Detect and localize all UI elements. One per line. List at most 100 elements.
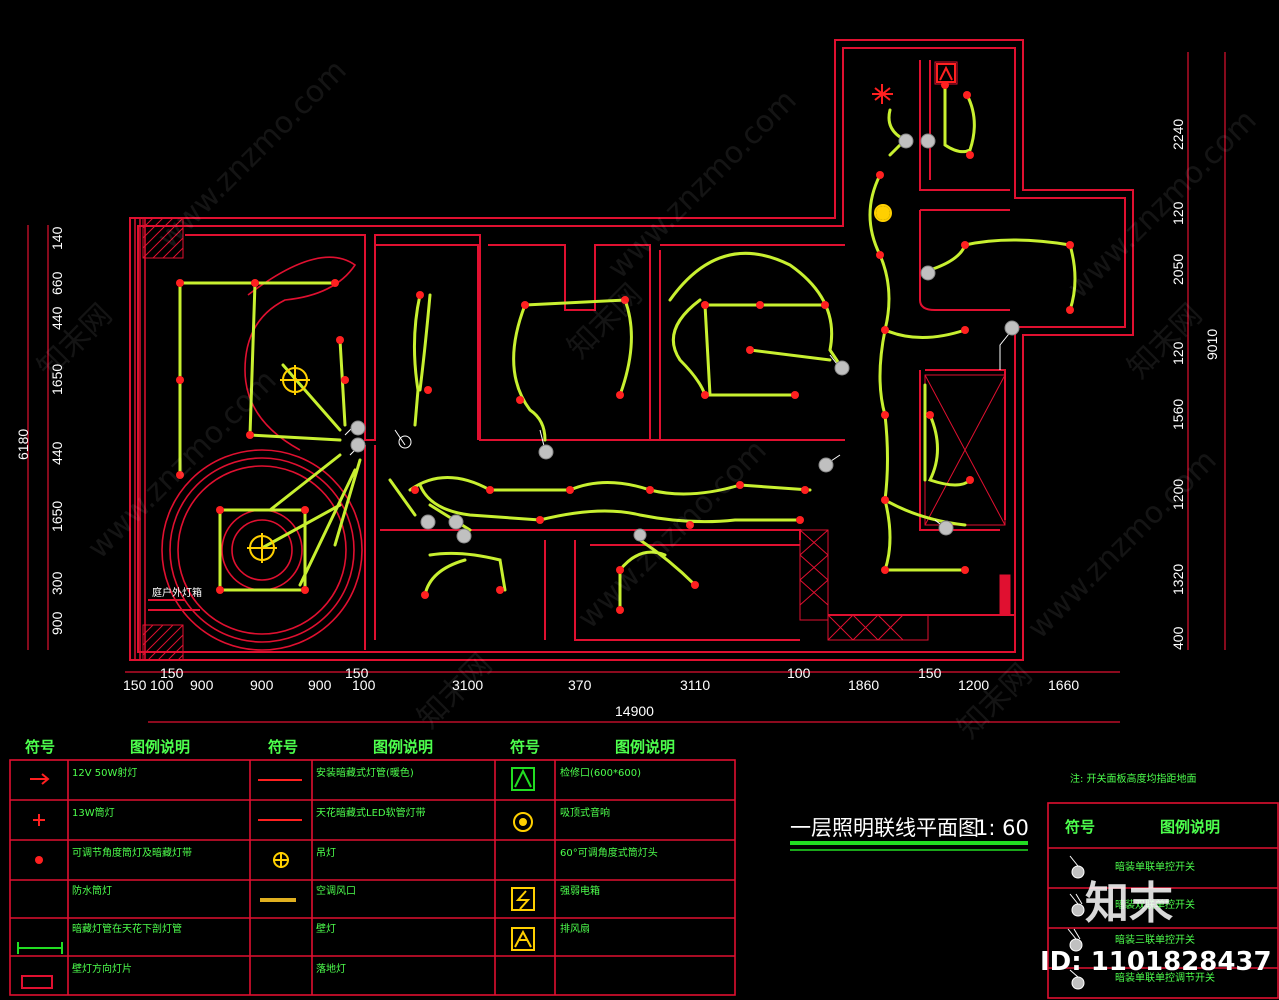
bottom-total-dimension: 14900 — [615, 703, 654, 719]
chandelier-legend-icon — [273, 852, 289, 868]
speaker-legend-icon — [513, 812, 533, 832]
watermark-overlay: www.znzmo.com www.znzmo.com www.znzmo.co… — [31, 53, 1264, 746]
legend-symbols — [17, 767, 535, 989]
exhaust-fan-legend-icon — [511, 927, 535, 951]
spotlight-legend-icon — [30, 773, 50, 785]
switch-legend-item: 暗装单联单控开关 — [1115, 860, 1195, 873]
left-dimension-label: 900 — [49, 611, 65, 635]
right-dimension-label: 1200 — [1170, 479, 1186, 510]
drawing-title: 一层照明联线平面图 — [790, 816, 979, 840]
watermark-logo-text: 知末网 — [1121, 297, 1209, 385]
left-dimension-lines — [27, 225, 49, 650]
legend-table — [9, 759, 736, 996]
fixture-dots — [176, 81, 1074, 614]
bottom-dimension-label: 1200 — [958, 677, 989, 693]
switch-legend-header-desc: 图例说明 — [1160, 818, 1220, 836]
watermark-site-text: www.znzmo.com — [1021, 443, 1224, 646]
legend-header: 图例说明 — [373, 738, 433, 756]
bottom-dimension-label: 100 — [787, 665, 811, 681]
legend-item-label: 检修口(600*600) — [560, 766, 641, 779]
switch-note: 注: 开关面板高度均指距地面 — [1070, 772, 1197, 785]
legend-header: 符号 — [25, 738, 55, 756]
ceiling-marks — [872, 63, 956, 104]
bottom-dimension-label: 150 — [345, 665, 369, 681]
resource-id: ID: 1101828437 — [1040, 947, 1272, 977]
watermark-site-text: www.znzmo.com — [1061, 103, 1264, 306]
right-dimension-label: 120 — [1170, 341, 1186, 365]
bottom-dimension-label: 900 — [308, 677, 332, 693]
watermark-site-text: www.znzmo.com — [601, 83, 804, 286]
legend-item-label: 吸顶式音响 — [560, 806, 610, 819]
right-dimension-label: 1560 — [1170, 399, 1186, 430]
right-dimension-label: 1320 — [1170, 564, 1186, 595]
left-total-dimension: 6180 — [15, 429, 31, 460]
legend-item-label: 壁灯 — [316, 922, 336, 935]
watermark-logo-text: 知末网 — [31, 297, 119, 385]
right-dimension-label: 120 — [1170, 201, 1186, 225]
switch-legend-item: 暗装三联单控开关 — [1115, 933, 1195, 946]
legend-item-label: 空调风口 — [316, 884, 356, 897]
bottom-dimension-lines — [125, 671, 1120, 723]
left-dimension-label: 1650 — [49, 364, 65, 395]
legend-item-label: 防水筒灯 — [72, 884, 112, 897]
legend-item-label: 13W筒灯 — [72, 806, 115, 819]
switch-legend-header-symbol: 符号 — [1065, 818, 1095, 836]
right-dimension-label: 2050 — [1170, 254, 1186, 285]
bottom-dimension-label: 900 — [250, 677, 274, 693]
legend-column-1: 12V 50W射灯13W筒灯可调节角度筒灯及暗藏灯带防水筒灯暗藏灯管在天花下剖灯… — [72, 767, 192, 975]
watermark-site-text: www.znzmo.com — [571, 433, 774, 636]
adjustable-downlight-legend-icon — [35, 856, 43, 864]
bottom-dimension-label: 370 — [568, 677, 592, 693]
switch-symbols — [350, 133, 1020, 544]
brand-logo: 知末 — [1085, 878, 1173, 929]
watermark-logo-text: 知末网 — [561, 277, 649, 365]
right-dimension-label: 2240 — [1170, 119, 1186, 150]
watermark-logo-text: 知末网 — [951, 657, 1039, 745]
right-total-dimension: 9010 — [1204, 329, 1220, 360]
electric-box-legend-icon — [511, 887, 535, 911]
downlight-legend-icon — [33, 814, 45, 826]
watermark-site-text: www.znzmo.com — [81, 363, 284, 566]
access-panel-legend-icon — [511, 767, 535, 791]
bottom-dimension-label: 1660 — [1048, 677, 1079, 693]
legend-header: 图例说明 — [130, 738, 190, 756]
legend-item-label: 可调节角度筒灯及暗藏灯带 — [72, 846, 192, 859]
legend-item-label: 强弱电箱 — [560, 884, 600, 897]
outdoor-light-label: 庭户外灯箱 — [152, 586, 202, 599]
legend-item-label: 安装暗藏式灯管(暖色) — [316, 766, 414, 779]
legend-item-label: 天花暗藏式LED软管灯带 — [316, 806, 426, 819]
left-dimension-label: 440 — [49, 441, 65, 465]
legend-header: 图例说明 — [615, 738, 675, 756]
legend-headers: 符号 图例说明 符号 图例说明 符号 图例说明 — [25, 738, 675, 756]
legend-header: 符号 — [268, 738, 298, 756]
switch-legend-item: 暗装双联单控开关 — [1115, 898, 1195, 911]
left-dimension-label: 1650 — [49, 501, 65, 532]
pendant-lamp-icon — [247, 204, 892, 563]
bottom-dimension-label: 1860 — [848, 677, 879, 693]
legend-item-label: 落地灯 — [316, 962, 346, 975]
drawing-scale: 1: 60 — [975, 816, 1029, 840]
bottom-dimension-label: 150 — [160, 665, 184, 681]
left-dimension-label: 440 — [49, 306, 65, 330]
bottom-dimension-label: 3110 — [680, 677, 710, 693]
wall-lamp-legend-icon — [21, 975, 53, 989]
left-dimension-label: 660 — [49, 271, 65, 295]
legend-item-label: 吊灯 — [316, 847, 336, 859]
right-dimension-lines — [1187, 52, 1226, 650]
legend-item-label: 60°可调角度式筒灯头 — [560, 846, 658, 859]
legend-item-label: 暗藏灯管在天花下剖灯管 — [72, 922, 182, 935]
switch-legend-icons — [1067, 855, 1085, 990]
left-wall-bands — [129, 218, 146, 660]
legend-header: 符号 — [510, 738, 540, 756]
bottom-dimension-label: 150 — [918, 665, 942, 681]
left-dimension-label: 300 — [49, 571, 65, 595]
legend-item-label: 排风扇 — [560, 922, 590, 935]
bottom-dimension-label: 150 — [123, 677, 147, 693]
switch-legend-item: 暗装单联单控调节开关 — [1115, 971, 1215, 984]
